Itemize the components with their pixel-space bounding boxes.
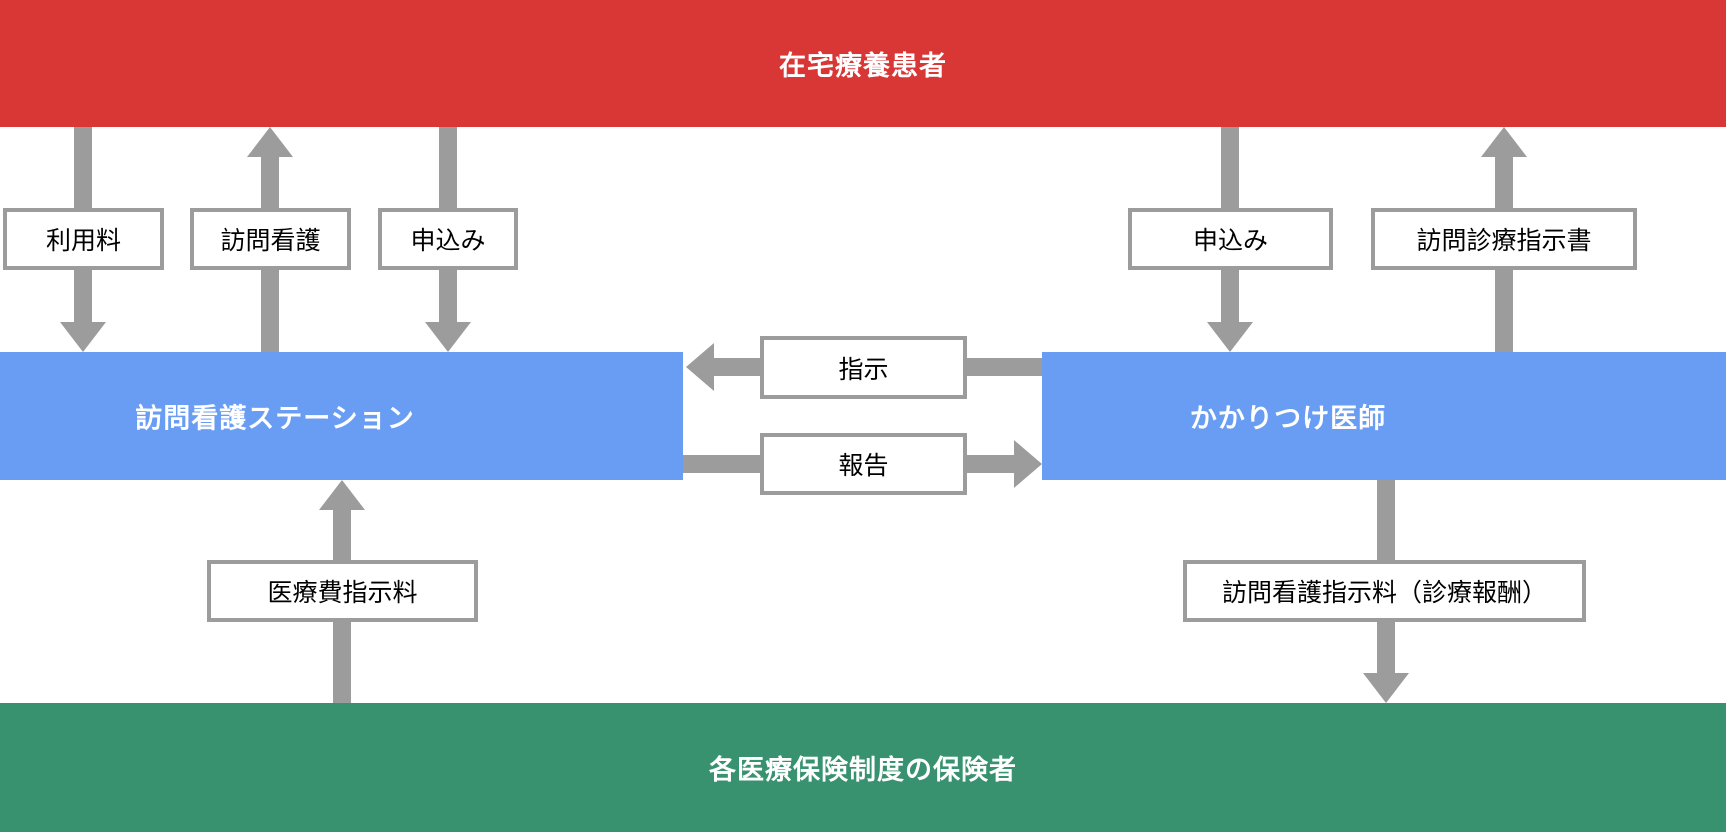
application-right-arrowhead-down-icon [1207, 322, 1253, 352]
medical-fee-label: 医療費指示料 [267, 579, 418, 607]
medical-fee-label-box: 医療費指示料 [207, 560, 478, 622]
visiting-nursing-label: 訪問看護 [220, 227, 321, 255]
nursing-directive-fee-label: 訪問看護指示料（診療報酬） [1221, 579, 1547, 607]
usage-fee-label-box: 利用料 [3, 208, 164, 270]
report-label-box: 報告 [760, 433, 967, 495]
visit-care-directive-label: 訪問診療指示書 [1416, 227, 1592, 255]
application-left-arrowhead-down-icon [425, 322, 471, 352]
application-right-label: 申込み [1192, 227, 1268, 255]
medical-fee-arrowhead-up-icon [319, 480, 365, 510]
usage-fee-label: 利用料 [45, 227, 121, 255]
nursing-directive-fee-label-box: 訪問看護指示料（診療報酬） [1183, 560, 1586, 622]
usage-fee-arrowhead-down-icon [60, 322, 106, 352]
nursing-directive-fee-arrowhead-down-icon [1363, 673, 1409, 703]
nursing-station-band: 訪問看護ステーション [0, 352, 683, 480]
visiting-nursing-label-box: 訪問看護 [190, 208, 351, 270]
family-doctor-band: かかりつけ医師 [1042, 352, 1726, 480]
application-left-label-box: 申込み [378, 208, 518, 270]
instruction-label-box: 指示 [760, 336, 967, 399]
instruction-arrowhead-left-icon [686, 343, 714, 391]
application-left-label: 申込み [410, 227, 486, 255]
visit-care-directive-arrowhead-up-icon [1481, 127, 1527, 157]
visiting-nursing-arrowhead-up-icon [247, 127, 293, 157]
visit-care-directive-label-box: 訪問診療指示書 [1371, 208, 1637, 270]
report-arrowhead-right-icon [1014, 440, 1042, 488]
patient-band-label: 在宅療養患者 [779, 51, 947, 81]
nursing-station-band-label: 訪問看護ステーション [135, 403, 415, 434]
report-label: 報告 [838, 452, 889, 480]
insurer-band: 各医療保険制度の保険者 [0, 703, 1726, 832]
insurer-band-label: 各医療保険制度の保険者 [709, 755, 1017, 785]
patient-band: 在宅療養患者 [0, 0, 1726, 127]
instruction-label: 指示 [838, 355, 889, 384]
application-right-label-box: 申込み [1128, 208, 1333, 270]
family-doctor-band-label: かかりつけ医師 [1189, 403, 1387, 434]
